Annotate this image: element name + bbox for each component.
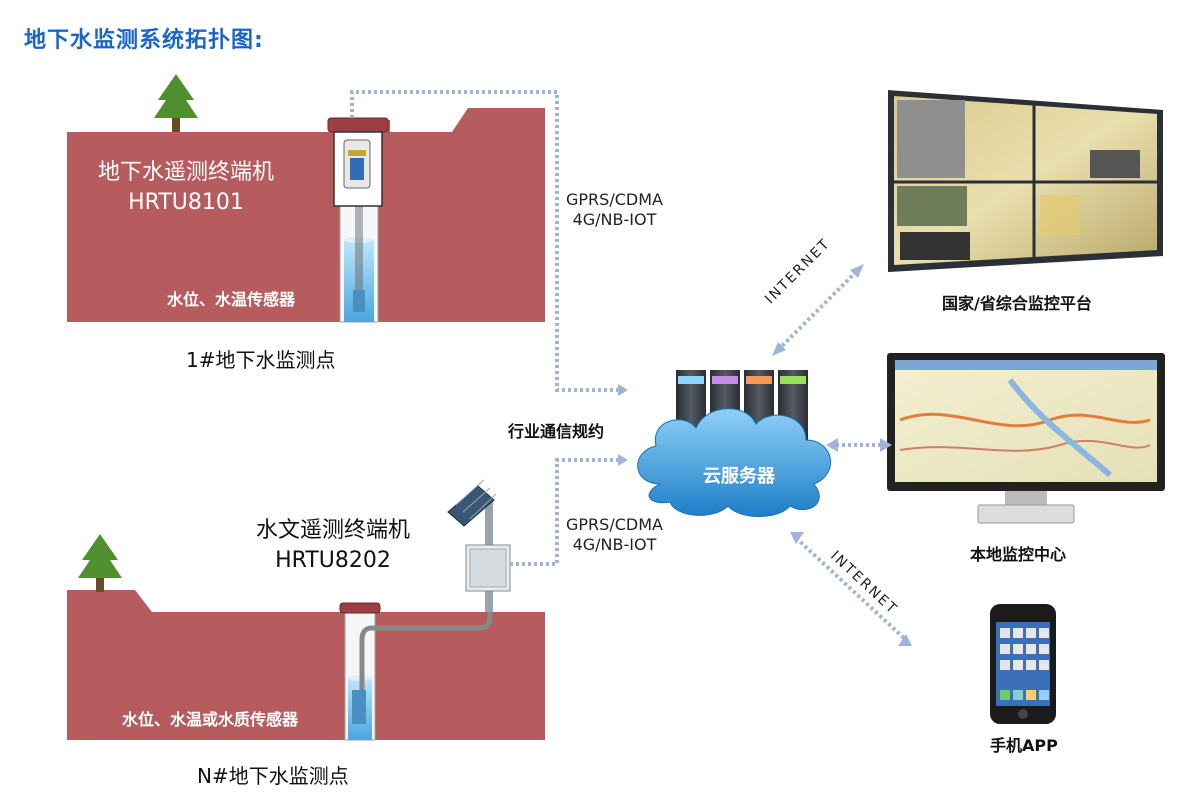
network-bottom-line1: GPRS/CDMA <box>566 515 663 534</box>
local-center-label: 本地监控中心 <box>970 545 1067 564</box>
local-monitor <box>887 353 1165 524</box>
site1-sensor-label: 水位、水温传感器 <box>167 290 296 309</box>
protocol-label: 行业通信规约 <box>508 422 605 441</box>
tree-icon <box>78 534 122 592</box>
phone-icon <box>990 604 1056 724</box>
network-bottom-line2: 4G/NB-IOT <box>572 535 657 554</box>
site1-ground <box>67 108 545 322</box>
video-wall <box>888 90 1163 272</box>
link-lines <box>350 90 622 566</box>
network-label-top: GPRS/CDMA 4G/NB-IOT <box>566 190 663 230</box>
network-label-bottom: GPRS/CDMA 4G/NB-IOT <box>566 515 663 555</box>
site1-terminal-name: 地下水遥测终端机 <box>98 160 275 185</box>
site1-terminal-label: 地下水遥测终端机 HRTU8101 <box>98 158 274 218</box>
cloud-server <box>637 370 831 517</box>
cloud-server-label: 云服务器 <box>703 466 775 487</box>
siteN-terminal-name: 水文遥测终端机 <box>255 518 410 543</box>
tree-icon <box>154 74 198 132</box>
solar-panel-icon <box>447 479 497 527</box>
siteN-sensor-label: 水位、水温或水质传感器 <box>122 710 299 729</box>
siteN-point-label: N#地下水监测点 <box>197 764 349 788</box>
national-platform-label: 国家/省综合监控平台 <box>942 294 1092 313</box>
site1-terminal-model: HRTU8101 <box>128 190 244 215</box>
siteN-terminal-model: HRTU8202 <box>275 548 391 573</box>
mobile-app-label: 手机APP <box>990 736 1058 755</box>
siteN-terminal-label: 水文遥测终端机 HRTU8202 <box>247 516 419 576</box>
page-title: 地下水监测系统拓扑图: <box>24 28 264 53</box>
network-top-line1: GPRS/CDMA <box>566 190 663 209</box>
internet-arrows <box>776 268 908 642</box>
site1-point-label: 1#地下水监测点 <box>186 348 336 372</box>
network-top-line2: 4G/NB-IOT <box>572 210 657 229</box>
